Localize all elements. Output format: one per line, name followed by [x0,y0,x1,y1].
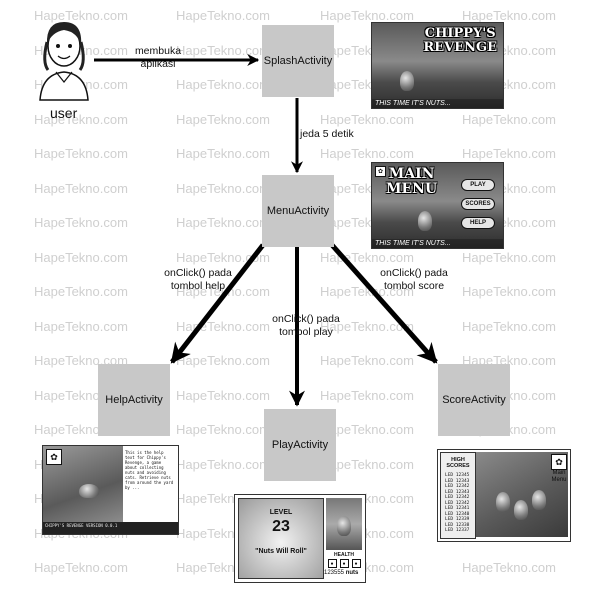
paw-icon: ✿ [46,449,62,465]
play-preview [326,498,362,550]
splash-tagline: THIS TIME IT'S NUTS... [372,99,503,108]
health-label: HEALTH [334,552,354,558]
menu-tagline: THIS TIME IT'S NUTS... [372,239,503,248]
health-icons: ● ● ● [326,559,362,568]
user-avatar-icon [39,22,89,101]
high-score-row: LED 12341 [445,506,470,511]
arrow-menu-to-help [170,243,265,364]
high-score-row: LED 12342 [445,500,470,506]
high-score-row: LED 12339 [445,517,470,522]
high-score-row: LED 12345 [445,473,470,478]
paw-icon: ✿ [375,166,386,177]
edge-label-splash-to-menu: jeda 5 detik [300,128,354,140]
paw-icon: ✿ [551,454,567,470]
user-label: user [50,105,78,121]
node-splash-activity: SplashActivity [262,25,334,97]
level-label: LEVEL [269,509,293,516]
score-readout: 123555 nuts [324,570,359,576]
help-footer: CHIPPY'S REVENGE VERSION 0.0.1 [43,522,178,534]
acorn-icon: ● [339,559,349,568]
level-name: "Nuts Will Roll" [255,548,307,555]
level-number: 23 [272,518,290,535]
arrow-menu-to-score [330,243,438,364]
node-score-activity: ScoreActivity [438,364,510,436]
acorn-icon: ● [351,559,361,568]
high-score-row: LED 12337 [445,528,470,533]
high-score-row: LED 12343 [445,489,470,495]
node-help-activity: HelpActivity [98,364,170,436]
menu-scores-button: SCORES [461,198,495,210]
acorn-icon: ● [327,559,337,568]
high-score-row: LED 12342 [445,495,470,500]
play-screenshot: LEVEL 23 "Nuts Will Roll" HEALTH ● ● ● 1… [234,494,366,583]
help-text: This is the help text for Chippy's Reven… [125,450,174,490]
menu-help-button: HELP [461,217,495,229]
high-score-row: LED 12338 [445,522,470,528]
high-score-row: LED 12342 [445,484,470,489]
node-menu-activity: MenuActivity [262,175,334,247]
high-score-row: LED 12343 [445,478,470,484]
level-panel: LEVEL 23 "Nuts Will Roll" [238,498,324,579]
high-score-row: LED 12340 [445,511,470,517]
help-screenshot: ✿ This is the help text for Chippy's Rev… [42,445,179,535]
node-play-activity: PlayActivity [264,409,336,481]
menu-play-button: PLAY [461,179,495,191]
